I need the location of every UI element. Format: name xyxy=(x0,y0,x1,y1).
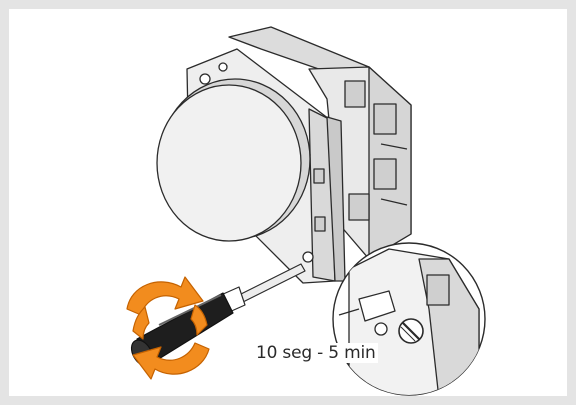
socket-housing xyxy=(228,26,412,260)
device-illustration xyxy=(126,26,486,396)
figure-panel: 10 seg - 5 min xyxy=(9,9,567,396)
adjustment-time-caption: 10 seg - 5 min xyxy=(254,343,378,363)
dimmer-knob xyxy=(156,78,311,242)
detail-magnifier xyxy=(332,242,486,396)
adjustment-screw-icon xyxy=(398,318,424,344)
rotation-arrow-icon xyxy=(126,276,210,380)
